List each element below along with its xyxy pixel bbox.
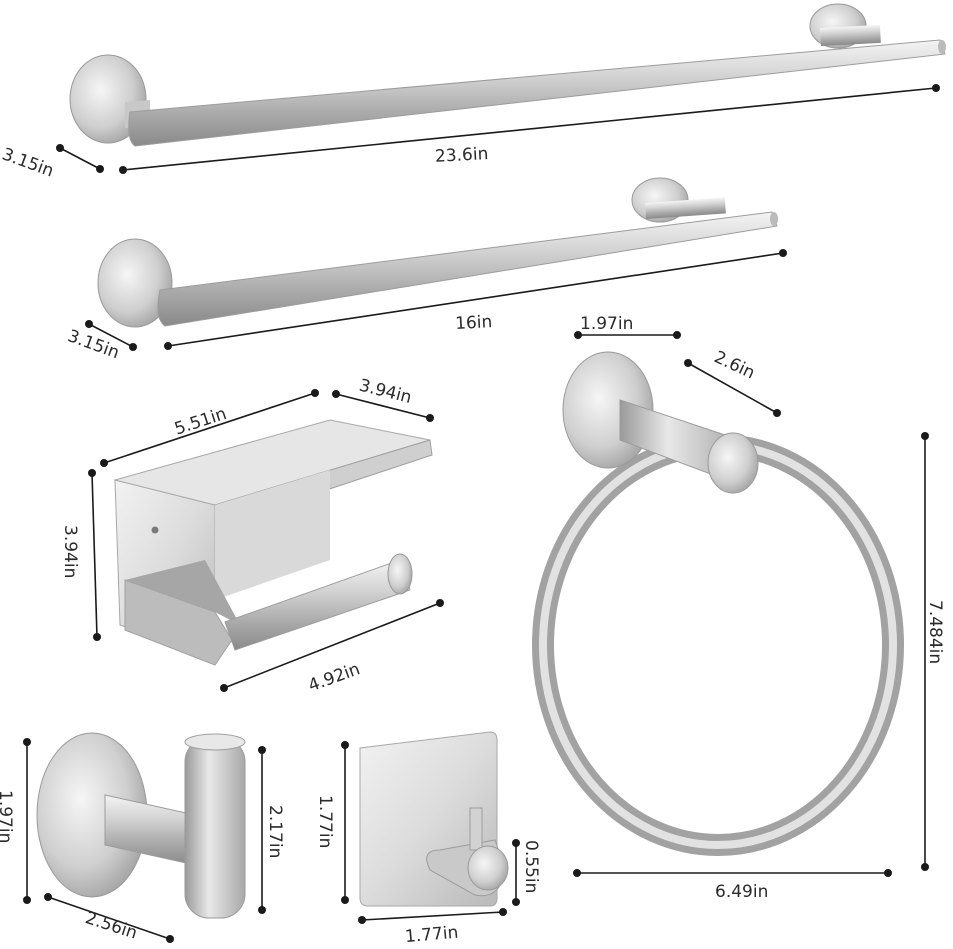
label-adhesive-height: 1.77in [315, 795, 335, 848]
label-ring-base: 1.97in [580, 314, 633, 334]
label-bar-short-depth: 3.15in [65, 326, 122, 363]
toilet-paper-holder [113, 419, 433, 666]
label-adhesive-width: 1.77in [404, 923, 459, 945]
label-bar-long-length: 23.6in [435, 144, 489, 167]
label-hook-depth: 2.56in [83, 908, 140, 944]
dimension-lines [23, 84, 940, 943]
label-hook-knob: 2.17in [265, 805, 285, 858]
robe-hook [36, 732, 246, 919]
label-hook-height: 1.97in [0, 790, 15, 843]
label-bar-long-depth: 3.15in [0, 144, 56, 181]
dimension-labels: 23.6in 3.15in 16in 3.15in 5.51in 3.94in … [0, 144, 945, 947]
label-ring-height: 7.484in [925, 600, 945, 664]
towel-bar-short [97, 177, 778, 328]
label-bar-short-length: 16in [455, 312, 493, 334]
label-ring-projection: 2.6in [711, 347, 758, 383]
towel-bar-long [69, 3, 946, 147]
label-holder-depth: 3.94in [357, 376, 414, 408]
towel-ring [532, 351, 904, 856]
label-adhesive-tip: 0.55in [521, 840, 541, 893]
label-holder-width: 5.51in [172, 404, 229, 440]
adhesive-hook [359, 731, 509, 907]
label-holder-rod: 4.92in [306, 659, 363, 696]
label-ring-width: 6.49in [715, 882, 768, 902]
label-holder-height: 3.94in [60, 525, 80, 578]
